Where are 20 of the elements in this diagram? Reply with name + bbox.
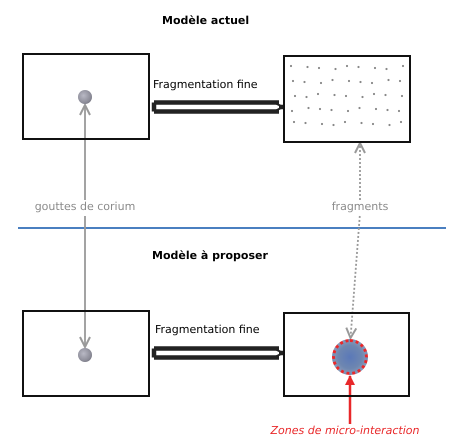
chamber-box <box>22 53 150 140</box>
section-heading: Modèle à proposer <box>152 249 268 262</box>
arrow <box>79 216 91 348</box>
section-heading: Modèle actuel <box>162 14 250 27</box>
annotation-text: Zones de micro-interaction <box>243 424 447 440</box>
chamber-box <box>283 312 410 397</box>
annotation-text: gouttes de corium <box>20 200 150 216</box>
droplet <box>78 90 92 104</box>
arrow <box>345 375 355 424</box>
chamber-box <box>22 310 150 397</box>
edge-label: Fragmentation fine <box>155 323 260 336</box>
annotation-text: fragments <box>320 200 400 216</box>
double-arrow <box>152 100 286 114</box>
edge-label: Fragmentation fine <box>153 78 258 91</box>
dotted-arrow <box>345 216 361 339</box>
dotted-arrow <box>354 142 366 200</box>
double-arrow <box>152 346 286 360</box>
arrow <box>79 104 91 200</box>
micro-interaction-zone <box>332 339 368 375</box>
droplet <box>78 348 92 362</box>
